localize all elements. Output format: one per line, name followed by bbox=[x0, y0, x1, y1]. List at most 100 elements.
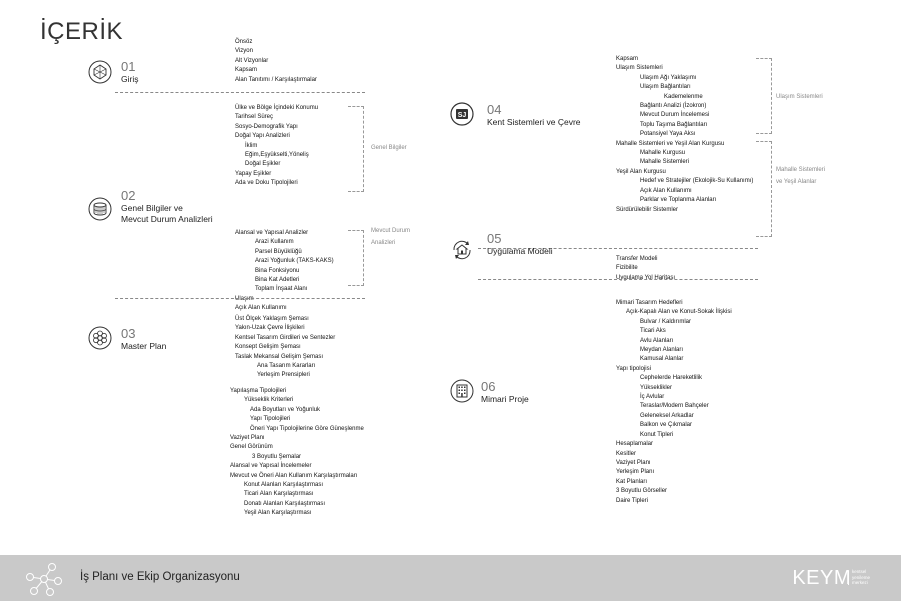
list-item: Ulaşım Sistemleri bbox=[616, 65, 663, 72]
list-item: Öneri Yapı Tipolojilerine Göre Güneşlenm… bbox=[250, 425, 364, 432]
section-number-05: 05 bbox=[487, 231, 502, 246]
list-item: Mahalle Sistemleri ve Yeşil Alan Kurgusu bbox=[616, 140, 725, 147]
section-number-03: 03 bbox=[121, 326, 136, 341]
brand-sub-line2: yenileme bbox=[852, 574, 871, 580]
divider-02 bbox=[115, 298, 365, 299]
bracket-transport bbox=[756, 58, 772, 134]
list-item: Bağlantı Analizi (İzokron) bbox=[640, 103, 707, 110]
svg-text:SJ: SJ bbox=[458, 112, 467, 119]
bracket-general-info bbox=[348, 106, 364, 192]
list-item: Teraslar/Modern Bahçeler bbox=[640, 403, 709, 410]
list-item: Transfer Modeli bbox=[616, 256, 658, 262]
list-item: Cephelerde Hareketlilik bbox=[640, 375, 703, 382]
list-item: Önsöz bbox=[235, 39, 253, 45]
list-item: Ada Boyutları ve Yoğunluk bbox=[250, 406, 321, 413]
list-item: Kesitler bbox=[616, 450, 637, 457]
list-item: Bina Kat Adetleri bbox=[255, 277, 300, 284]
section-title-02-line2: Mevcut Durum Analizleri bbox=[121, 214, 213, 224]
divider-05 bbox=[478, 279, 758, 280]
list-item: Doğal Eşikler bbox=[245, 161, 281, 168]
list-item: Ada ve Doku Tipolojileri bbox=[235, 180, 298, 187]
list-item: Vaziyet Planı bbox=[230, 435, 265, 442]
bracket-label-neighbourhood-line1: Mahalle Sistemleri bbox=[776, 167, 826, 173]
list-item: Mahalle Sistemleri bbox=[640, 159, 690, 166]
list-item: Toplu Taşıma Bağlantıları bbox=[640, 121, 708, 128]
list-item: Toplam İnşaat Alanı bbox=[255, 286, 308, 293]
list-item: Konut Alanları Karşılaştırması bbox=[244, 482, 324, 489]
section-number-02: 02 bbox=[121, 188, 136, 203]
list-item: Üst Ölçek Yaklaşım Şeması bbox=[235, 316, 309, 322]
list-item: Açık Alan Kullanımı bbox=[640, 187, 692, 194]
section-number-04: 04 bbox=[487, 102, 502, 117]
list-item: Yerleşim Prensipleri bbox=[257, 372, 310, 379]
network-icon bbox=[24, 561, 64, 597]
brand-separator bbox=[848, 571, 849, 585]
list-item: Alansal ve Yapısal Analizler bbox=[235, 230, 309, 236]
bracket-label-neighbourhood-line2: ve Yeşil Alanlar bbox=[776, 179, 817, 185]
list-item: Parklar ve Toplanma Alanları bbox=[640, 197, 717, 204]
footer-title: İş Planı ve Ekip Organizasyonu bbox=[80, 571, 240, 583]
list-item: Ulaşım Bağlantıları bbox=[640, 84, 691, 91]
section-title-04: Kent Sistemleri ve Çevre bbox=[487, 117, 581, 127]
sj-logo-icon: SJ bbox=[450, 102, 474, 126]
list-item: Daire Tipleri bbox=[616, 497, 649, 504]
list-item: Alansal ve Yapısal İncelemeler bbox=[230, 463, 312, 470]
list-item: İç Avlular bbox=[640, 394, 665, 401]
list-item: Vaziyet Planı bbox=[616, 459, 651, 466]
bracket-label-general-info: Genel Bilgiler bbox=[371, 145, 407, 151]
brand-subtitle: kentsel yenileme merkezi bbox=[852, 569, 870, 586]
list-item: Açık-Kapalı Alan ve Konut-Sokak İlişkisi bbox=[626, 309, 732, 316]
divider-01 bbox=[115, 92, 365, 93]
section-title-02-line1: Genel Bilgiler ve bbox=[121, 203, 183, 213]
list-item: Mahalle Kurgusu bbox=[640, 150, 686, 157]
list-item: Meydan Alanları bbox=[640, 347, 684, 354]
brand-sub-line1: kentsel bbox=[852, 569, 867, 574]
list-item: Ulaşım Ağı Yaklaşımı bbox=[640, 74, 697, 81]
list-item: Yakın-Uzak Çevre İlişkileri bbox=[235, 325, 305, 332]
list-item: Konsept Gelişim Şeması bbox=[235, 344, 301, 351]
list-item: Mevcut Durum İncelemesi bbox=[640, 112, 710, 119]
list-item: 3 Boyutlu Şemalar bbox=[252, 453, 302, 460]
section-number-01: 01 bbox=[121, 59, 136, 74]
list-item: Yükseklik Kriterleri bbox=[244, 397, 294, 404]
list-item: Ticari Alan Karşılaştırması bbox=[244, 491, 314, 498]
list-item: Sosyo-Demografik Yapı bbox=[235, 123, 298, 130]
list-item: Kat Planları bbox=[616, 478, 648, 485]
gem-icon bbox=[88, 60, 112, 84]
list-item: Ulaşım bbox=[235, 295, 254, 302]
list-item: 3 Boyutlu Görseller bbox=[616, 488, 668, 495]
list-item: Hedef ve Stratejiler (Ekolojik-Su Kullan… bbox=[640, 178, 754, 185]
list-item: Donatı Alanları Karşılaştırması bbox=[244, 500, 326, 507]
list-item: Kademelenme bbox=[664, 93, 703, 100]
list-item: Doğal Yapı Analizleri bbox=[235, 133, 290, 140]
list-item: Ticari Aks bbox=[640, 328, 666, 335]
bracket-current-analysis bbox=[348, 230, 364, 286]
list-item: Bina Fonksiyonu bbox=[255, 267, 300, 274]
list-item: Yapılaşma Tipolojileri bbox=[230, 388, 287, 394]
list-item: İklim bbox=[245, 142, 258, 149]
bracket-label-current-line2: Analizleri bbox=[371, 240, 396, 246]
list-item: Eğim,Eşyükselti,Yöneliş bbox=[245, 152, 309, 159]
list-item: Tarihsel Süreç bbox=[235, 114, 274, 121]
list-item: Arazi Yoğunluk (TAKS-KAKS) bbox=[255, 258, 334, 265]
section-title-01: Giriş bbox=[121, 74, 139, 84]
brand-sub-line3: merkezi bbox=[852, 580, 868, 585]
list-item: Yerleşim Planı bbox=[616, 469, 655, 476]
list-item: Parsel Büyüklüğü bbox=[255, 248, 302, 255]
list-item: Avlu Alanları bbox=[640, 337, 674, 344]
divider-04 bbox=[478, 248, 758, 249]
section-title-05: Uygulama Modeli bbox=[487, 246, 553, 256]
list-item: Uygulama Yol Haritası bbox=[616, 274, 676, 281]
house-cycle-icon bbox=[450, 238, 474, 262]
list-item: Yapı tipolojisi bbox=[616, 365, 651, 372]
list-item: Mevcut ve Öneri Alan Kullanım Karşılaştı… bbox=[230, 472, 358, 479]
list-item: Genel Görünüm bbox=[230, 444, 273, 451]
bracket-label-current-line1: Mevcut Durum bbox=[371, 228, 411, 234]
section-title-03: Master Plan bbox=[121, 341, 167, 351]
flower-icon bbox=[88, 326, 112, 350]
